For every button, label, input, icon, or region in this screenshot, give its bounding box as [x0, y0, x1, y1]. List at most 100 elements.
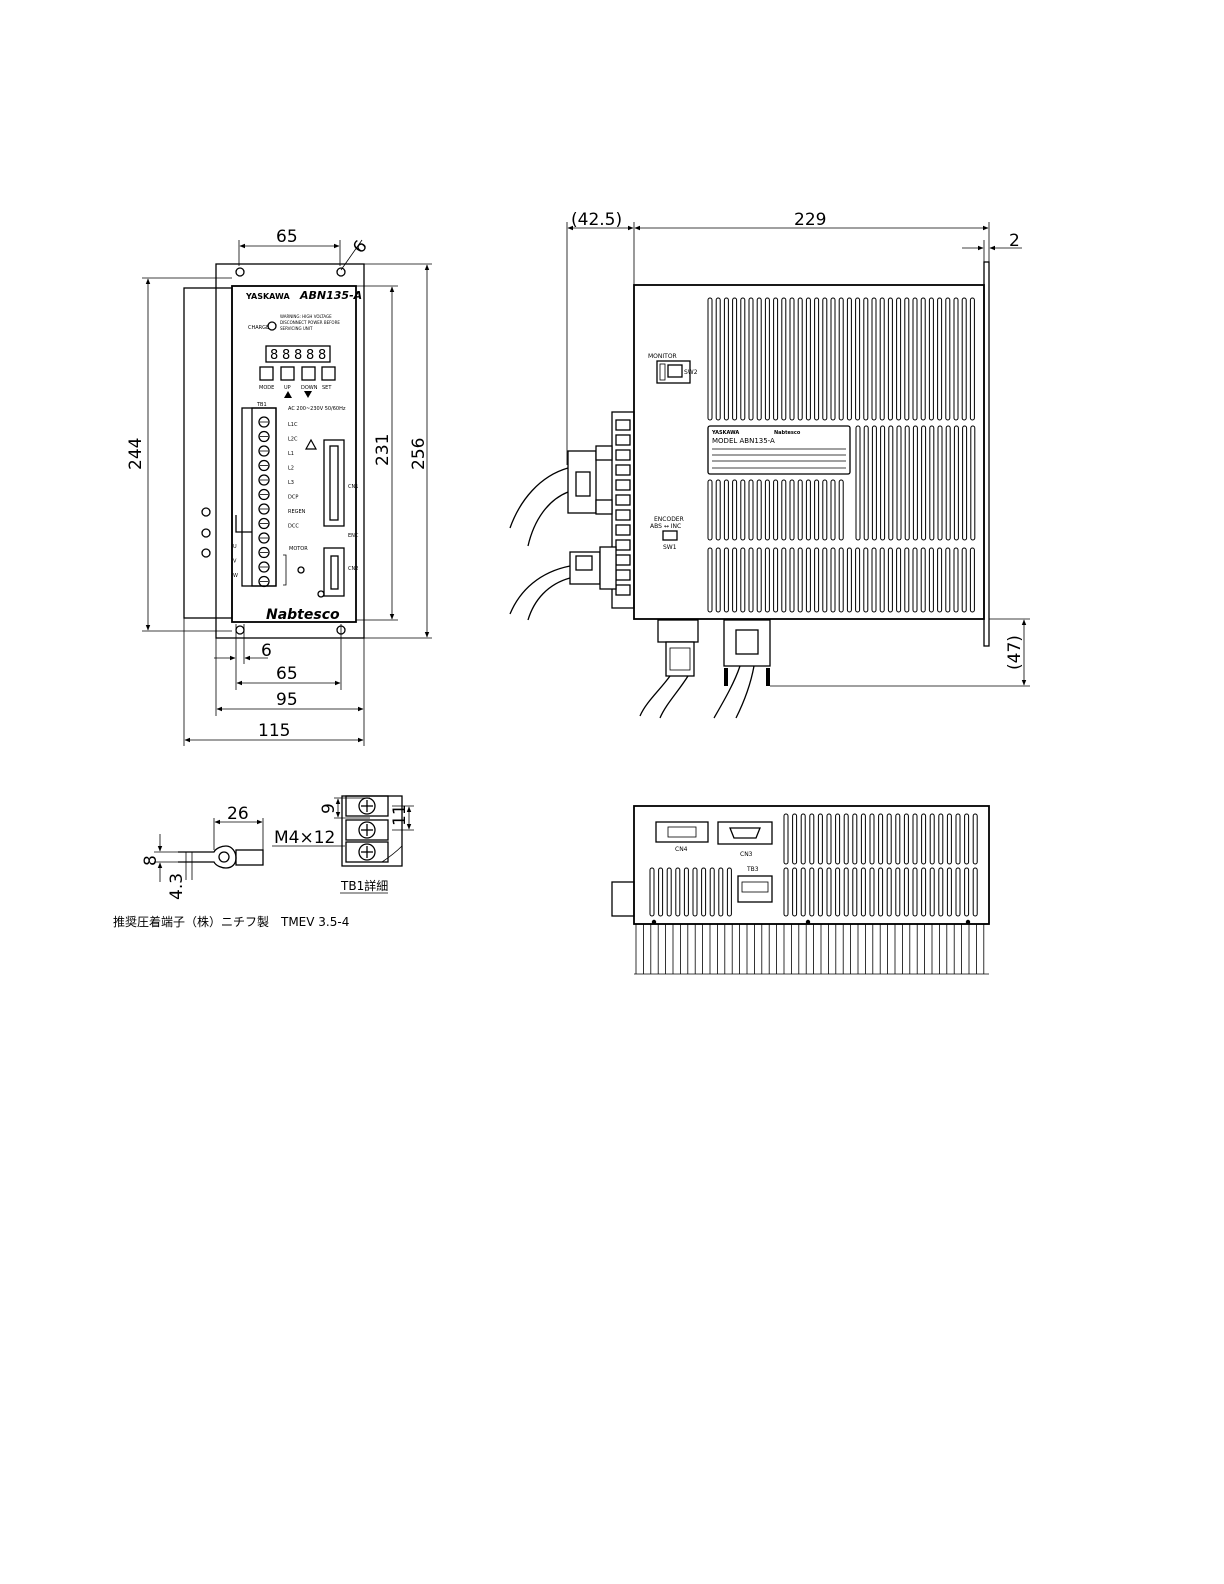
vent-slot — [748, 479, 754, 541]
terminal-label: DCC — [288, 524, 299, 530]
dim-11: 11 — [390, 804, 410, 826]
vent-slot — [945, 297, 951, 421]
vent-slot — [764, 479, 770, 541]
vent-slot — [869, 813, 875, 865]
vent-slot — [964, 867, 970, 917]
key-label-down: DOWN — [301, 385, 318, 391]
side-view: YASKAWA Nabtesco MODEL ABN135-A MONITOR … — [509, 210, 1030, 719]
vent-slot — [707, 547, 713, 613]
vent-slot — [896, 297, 902, 421]
tb3-label: TB3 — [746, 866, 759, 873]
crimp-ring-icon — [178, 845, 237, 869]
sw1-label: SW1 — [663, 544, 677, 551]
vent-slot — [869, 867, 875, 917]
vent-slot — [797, 547, 803, 613]
vent-slot — [789, 297, 795, 421]
panel-model: ABN135-A — [299, 289, 362, 302]
vent-slot — [723, 297, 729, 421]
vent-slot — [953, 297, 959, 421]
vent-slot — [709, 867, 715, 917]
vent-slot — [792, 867, 798, 917]
vent-slot — [912, 813, 918, 865]
vent-slot — [937, 425, 943, 541]
vent-slot — [920, 297, 926, 421]
cn1-connector — [323, 439, 345, 527]
heatsink-fins — [634, 924, 989, 975]
nameplate-brand-left: YASKAWA — [711, 430, 739, 436]
terminal-screw-icon — [258, 561, 270, 573]
terminal-label: V — [233, 559, 237, 565]
vent-slot — [800, 867, 806, 917]
key-label-mode: MODE — [259, 385, 274, 391]
vent-slot — [843, 867, 849, 917]
dim-4-3: 4.3 — [167, 873, 187, 900]
vent-slot — [835, 867, 841, 917]
display-digit-2: 8 — [282, 348, 290, 363]
vent-slot — [929, 867, 935, 917]
charge-label: CHARGE — [248, 325, 269, 331]
vent-slot — [904, 425, 910, 541]
vent-slot — [658, 867, 664, 917]
vent-slot — [809, 867, 815, 917]
terminal-screw-icon — [258, 430, 270, 443]
vent-slot — [961, 547, 967, 613]
vent-slot — [723, 547, 729, 613]
monitor-switch-housing — [656, 360, 691, 384]
bottom-vent-slots — [649, 813, 978, 917]
vent-slot — [878, 813, 884, 865]
vent-slot — [920, 547, 926, 613]
dim-244: 244 — [126, 438, 146, 470]
nameplate-model: MODEL ABN135-A — [712, 437, 775, 445]
cn2-connector — [323, 547, 345, 597]
dim-8: 8 — [141, 855, 161, 866]
vent-slot — [904, 297, 910, 421]
vent-slot — [962, 425, 968, 541]
vent-slot — [732, 479, 738, 541]
vent-slot — [955, 813, 961, 865]
dim-9: 9 — [319, 803, 339, 814]
vent-slot — [955, 867, 961, 917]
vent-slot — [938, 867, 944, 917]
motor-label: MOTOR — [289, 546, 308, 552]
terminal-label: L2C — [288, 437, 298, 443]
vent-slot — [903, 867, 909, 917]
vent-slot — [740, 547, 746, 613]
vent-slot — [878, 867, 884, 917]
ac-label: AC 200~230V 50/60Hz — [288, 406, 346, 412]
vent-slot — [852, 867, 858, 917]
dim-42-5: (42.5) — [571, 210, 622, 230]
terminal-label: L1C — [288, 422, 298, 428]
up-key — [280, 366, 295, 381]
tb1-detail-label: TB1詳細 — [340, 878, 388, 893]
display-digit-1: 8 — [270, 348, 278, 363]
vent-slot — [921, 425, 927, 541]
vent-slot — [692, 867, 698, 917]
terminal-screw-icon — [258, 488, 270, 501]
crimp-terminal-detail: 26 8 4.3 M4×12 9 11 TB1詳細 推奨圧着端子（株）ニチフ製 … — [113, 795, 414, 929]
vent-slot — [805, 479, 811, 541]
vent-slot — [748, 297, 754, 421]
vent-slot — [860, 813, 866, 865]
nameplate — [707, 425, 851, 475]
terminal-screw-icon — [258, 474, 270, 486]
front-heatsink-side — [183, 287, 233, 619]
vent-slot — [726, 867, 732, 917]
dim-256: 256 — [409, 438, 429, 470]
bottom-plug-right-icon — [713, 619, 771, 719]
vent-slot — [773, 297, 779, 421]
bottom-plug-left-icon — [639, 619, 699, 719]
enc-label: ENC — [348, 533, 359, 539]
vent-slot — [773, 479, 779, 541]
vent-slot — [895, 867, 901, 917]
tb1-detail-screws — [345, 795, 389, 863]
dim-47: (47) — [1005, 635, 1025, 670]
panel-brand: YASKAWA — [245, 292, 290, 301]
display-digit-3: 8 — [294, 348, 302, 363]
terminal-label: L1 — [288, 451, 294, 457]
vent-slot — [707, 297, 713, 421]
vent-slot — [756, 297, 762, 421]
vent-slot — [830, 479, 836, 541]
vent-slot — [896, 425, 902, 541]
key-label-set: SET — [322, 385, 332, 391]
